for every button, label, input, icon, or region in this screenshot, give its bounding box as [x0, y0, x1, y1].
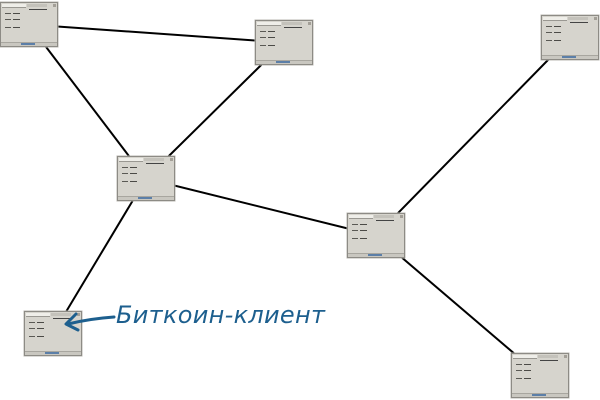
client-window-node	[347, 213, 405, 258]
callout-label: Биткоин-клиент	[116, 301, 326, 329]
network-edge	[52, 177, 147, 335]
network-edge	[375, 234, 541, 377]
client-window-node	[117, 156, 175, 201]
client-window-node	[255, 20, 313, 65]
client-window-node	[541, 15, 599, 60]
client-window-node	[0, 2, 58, 47]
network-edge	[145, 41, 285, 180]
client-window-node	[511, 353, 569, 398]
callout-arrow	[64, 312, 116, 332]
network-edge	[28, 23, 285, 44]
network-edge	[375, 36, 571, 237]
network-edge	[145, 177, 377, 237]
network-edge	[28, 23, 147, 180]
